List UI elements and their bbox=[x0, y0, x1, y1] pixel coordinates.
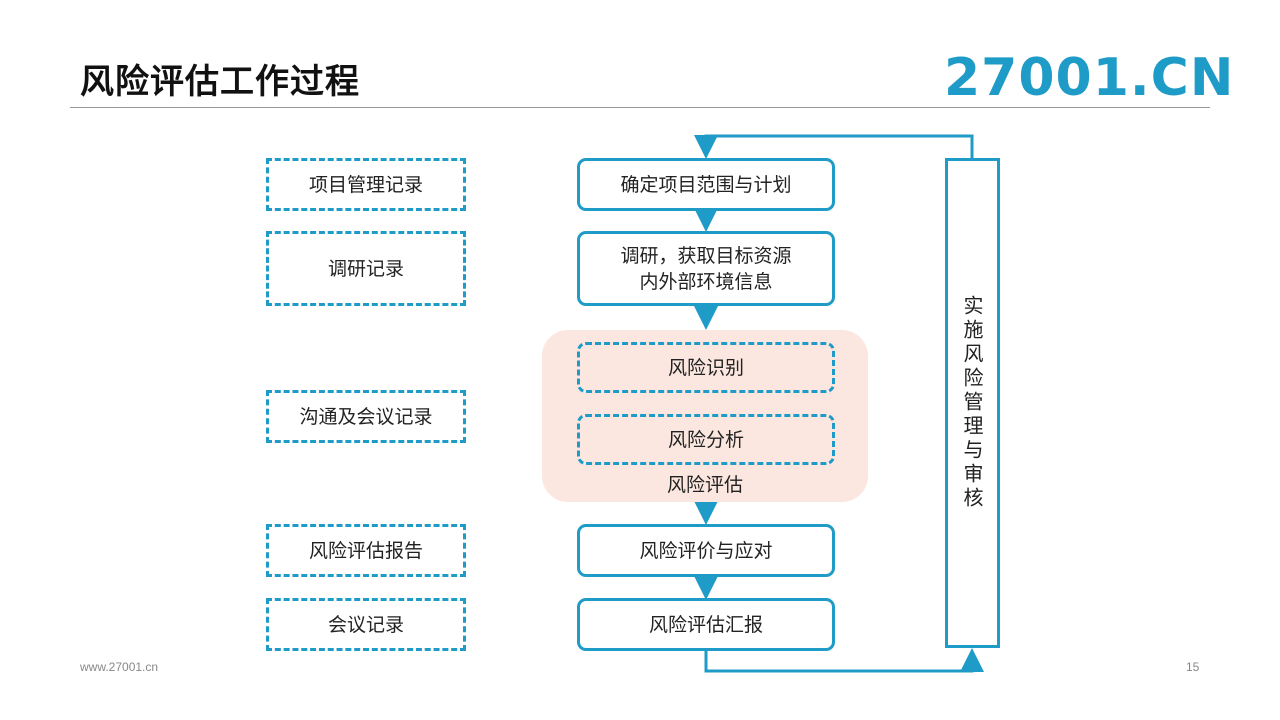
record-label: 项目管理记录 bbox=[308, 173, 423, 196]
step-define-scope: 确定项目范围与计划 bbox=[577, 158, 835, 211]
step-label-line2: 内外部环境信息 bbox=[639, 270, 773, 293]
page-number: 15 bbox=[1186, 660, 1200, 674]
footer-url: www.27001.cn bbox=[80, 660, 159, 674]
record-project-management: 项目管理记录 bbox=[266, 158, 466, 211]
brand-logo: 27001.CN bbox=[944, 48, 1235, 108]
record-risk-report: 风险评估报告 bbox=[266, 524, 466, 577]
record-meeting-minutes: 会议记录 bbox=[266, 598, 466, 651]
step-risk-analysis: 风险分析 bbox=[577, 414, 835, 465]
record-research: 调研记录 bbox=[266, 231, 466, 306]
record-label: 沟通及会议记录 bbox=[299, 405, 433, 428]
step-label-line1: 调研，获取目标资源 bbox=[620, 244, 792, 267]
risk-assessment-group-label: 风险评估 bbox=[666, 474, 743, 496]
step-risk-identification: 风险识别 bbox=[577, 342, 835, 393]
side-box-implement-audit: 实施风险管理与审核 bbox=[945, 158, 1000, 648]
record-communication-meeting: 沟通及会议记录 bbox=[266, 390, 466, 443]
step-research: 调研，获取目标资源 内外部环境信息 bbox=[577, 231, 835, 306]
record-label: 风险评估报告 bbox=[308, 539, 423, 562]
record-label: 会议记录 bbox=[327, 613, 404, 636]
step-label: 确定项目范围与计划 bbox=[620, 173, 792, 196]
step-label: 风险识别 bbox=[667, 356, 744, 379]
step-label: 风险分析 bbox=[667, 428, 744, 451]
side-box-label: 实施风险管理与审核 bbox=[960, 295, 984, 511]
page-title: 风险评估工作过程 bbox=[80, 62, 360, 102]
record-label: 调研记录 bbox=[327, 257, 404, 280]
step-label: 风险评估汇报 bbox=[648, 613, 763, 636]
step-label: 风险评价与应对 bbox=[639, 539, 773, 562]
loop-connector-top bbox=[694, 134, 974, 159]
step-risk-evaluation-response: 风险评价与应对 bbox=[577, 524, 835, 577]
step-risk-report: 风险评估汇报 bbox=[577, 598, 835, 651]
title-divider bbox=[70, 107, 1210, 108]
loop-connector-bottom bbox=[704, 648, 984, 673]
